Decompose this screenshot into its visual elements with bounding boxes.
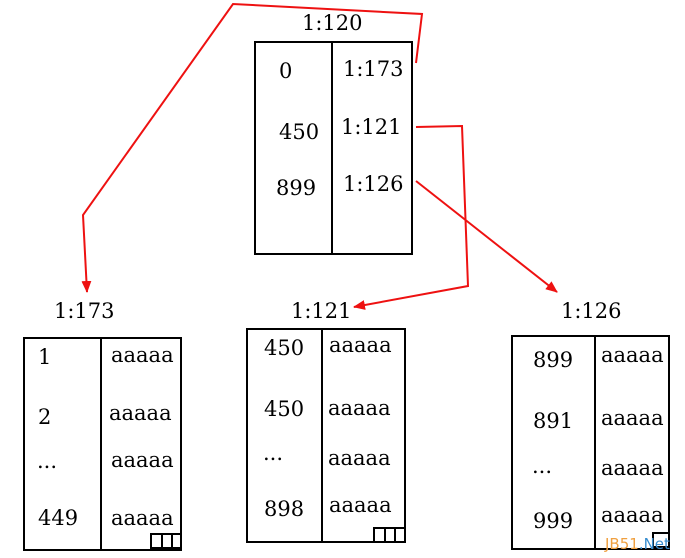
leaf-0-label: 1:173: [54, 299, 115, 323]
leaf-2-key-1: 891: [533, 409, 574, 433]
leaf-page-1: [246, 328, 406, 543]
leaf-1-value-2: aaaaa: [328, 446, 391, 470]
leaf-2-key-0: 899: [533, 348, 574, 372]
root-key-0: 0: [279, 59, 293, 83]
leaf-page-0: [23, 337, 182, 551]
leaf-2-divider: [594, 337, 596, 548]
leaf-0-key-3: 449: [38, 506, 79, 530]
arrow-to-leaf-1-173: [81, 2, 424, 293]
leaf-2-slot-array: [652, 532, 670, 548]
leaf-2-key-3: 999: [533, 509, 574, 533]
leaf-1-label: 1:121: [291, 299, 352, 323]
leaf-0-value-3: aaaaa: [111, 506, 174, 530]
leaf-1-key-0: 450: [264, 336, 305, 360]
leaf-0-value-0: aaaaa: [111, 343, 174, 367]
leaf-0-key-0: 1: [38, 345, 52, 369]
leaf-page-2: [511, 335, 670, 550]
leaf-2-value-3: aaaaa: [601, 503, 664, 527]
watermark-part-2: .Net: [638, 535, 670, 553]
leaf-1-key-1: 450: [264, 397, 305, 421]
leaf-1-divider: [321, 330, 323, 541]
leaf-0-slot-array: [150, 533, 182, 549]
leaf-0-value-2: aaaaa: [111, 448, 174, 472]
root-page-label: 1:120: [302, 11, 363, 35]
root-key-1: 450: [279, 120, 320, 144]
root-pointer-2: 1:126: [343, 172, 404, 196]
watermark: JB51.Net: [605, 537, 670, 552]
leaf-1-value-0: aaaaa: [329, 333, 392, 357]
root-pointer-0: 1:173: [343, 57, 404, 81]
leaf-0-divider: [100, 339, 102, 549]
leaf-2-value-1: aaaaa: [601, 406, 664, 430]
leaf-0-key-2: ...: [37, 449, 58, 473]
leaf-2-label: 1:126: [561, 299, 622, 323]
root-key-2: 899: [276, 176, 317, 200]
leaf-0-key-1: 2: [38, 405, 52, 429]
leaf-1-key-3: 898: [264, 497, 305, 521]
leaf-1-key-2: ...: [263, 441, 284, 465]
leaf-2-value-2: aaaaa: [601, 456, 664, 480]
arrow-to-leaf-1-126: [415, 180, 558, 293]
root-page: [254, 41, 413, 255]
leaf-1-slot-array: [373, 527, 406, 543]
leaf-0-value-1: aaaaa: [109, 401, 172, 425]
leaf-2-value-0: aaaaa: [601, 343, 664, 367]
root-pointer-1: 1:121: [341, 115, 402, 139]
leaf-1-value-3: aaaaa: [329, 493, 392, 517]
leaf-2-key-2: ...: [532, 454, 553, 478]
watermark-part-1: JB51: [605, 535, 639, 553]
leaf-1-value-1: aaaaa: [328, 396, 391, 420]
root-page-divider: [331, 43, 333, 253]
arrow-to-leaf-1-121: [353, 124, 470, 310]
